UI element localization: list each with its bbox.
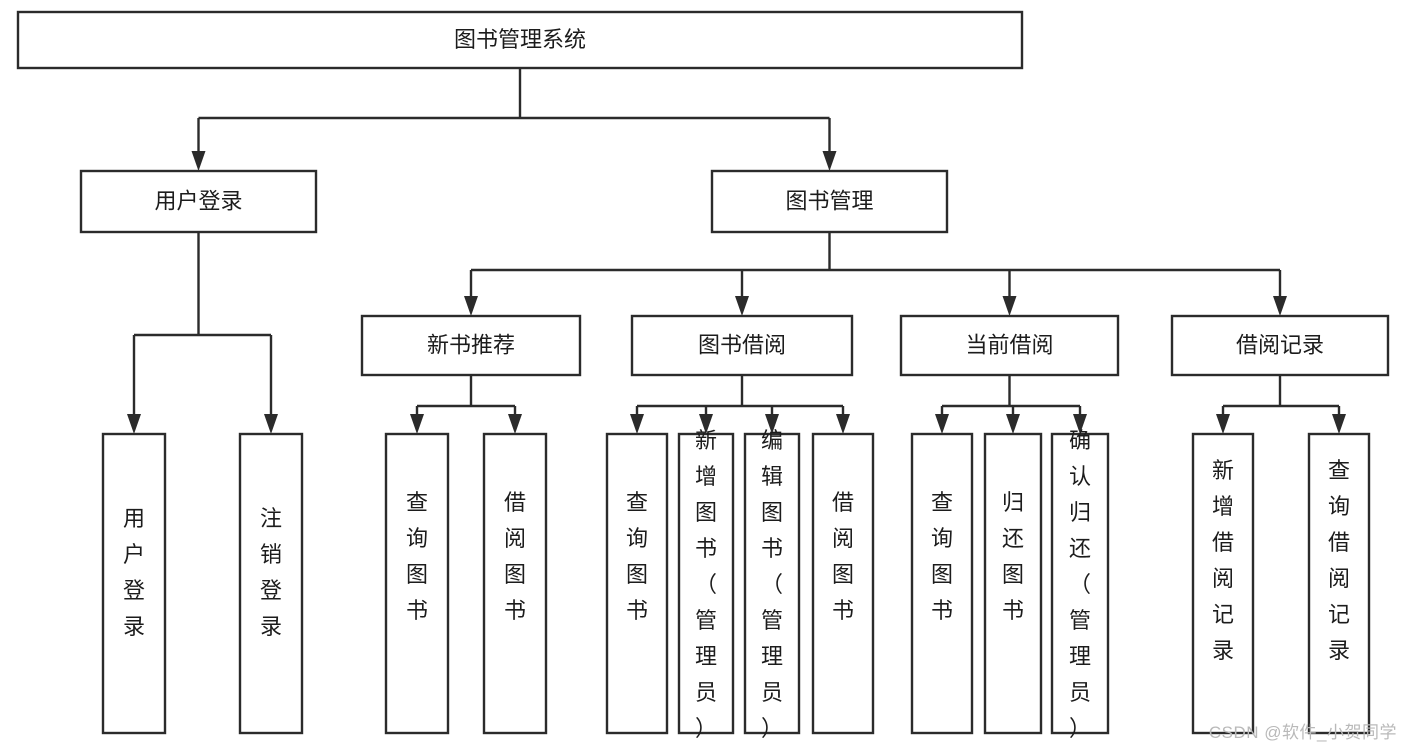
arrow-head-icon [127, 414, 141, 434]
arrow-head-icon [630, 414, 644, 434]
node-leaf-borrow-book-2[interactable]: 借阅图书 [811, 432, 875, 735]
arrow-head-icon [1073, 414, 1087, 434]
node-label-leaf-add-record: 新增借阅记录 [1212, 458, 1234, 663]
node-box-leaf-logout[interactable] [238, 432, 304, 735]
node-label-book-borrow: 图书借阅 [698, 332, 786, 357]
node-label-new-book-rec: 新书推荐 [427, 332, 515, 357]
node-leaf-query-book-1[interactable]: 查询图书 [384, 432, 450, 735]
node-leaf-query-book-2[interactable]: 查询图书 [605, 432, 669, 735]
node-box-book-manage[interactable] [710, 169, 949, 234]
node-label-leaf-confirm-return: 确认归还（管理员） [1069, 428, 1091, 741]
node-box-leaf-query-book-1[interactable] [384, 432, 450, 735]
node-current-borrow[interactable]: 当前借阅 [899, 314, 1120, 377]
node-borrow-record[interactable]: 借阅记录 [1170, 314, 1390, 377]
node-leaf-return-book[interactable]: 归还图书 [983, 432, 1043, 735]
arrow-head-icon [1332, 414, 1346, 434]
node-leaf-borrow-book-1[interactable]: 借阅图书 [482, 432, 548, 735]
node-label-current-borrow: 当前借阅 [965, 332, 1053, 357]
node-box-leaf-return-book[interactable] [983, 432, 1043, 735]
arrow-head-icon [836, 414, 850, 434]
node-label-leaf-query-record: 查询借阅记录 [1328, 458, 1350, 663]
nodes-layer: 图书管理系统用户登录图书管理新书推荐图书借阅当前借阅借阅记录用户登录注销登录查询… [16, 10, 1390, 741]
node-book-manage[interactable]: 图书管理 [710, 169, 949, 234]
node-label-leaf-query-book-1: 查询图书 [406, 490, 428, 623]
arrow-head-icon [1002, 296, 1017, 316]
node-leaf-query-book-3[interactable]: 查询图书 [910, 432, 974, 735]
node-label-user-login: 用户登录 [154, 188, 242, 213]
node-leaf-user-login[interactable]: 用户登录 [101, 432, 167, 735]
node-box-borrow-record[interactable] [1170, 314, 1390, 377]
node-label-book-manage: 图书管理 [785, 188, 873, 213]
node-box-leaf-borrow-book-2[interactable] [811, 432, 875, 735]
arrow-head-icon [508, 414, 522, 434]
arrow-head-icon [1273, 296, 1287, 316]
node-leaf-confirm-return[interactable]: 确认归还（管理员） [1050, 428, 1110, 741]
node-book-borrow[interactable]: 图书借阅 [630, 314, 854, 377]
arrow-head-icon [822, 151, 837, 171]
node-box-leaf-query-record[interactable] [1307, 432, 1371, 735]
node-box-new-book-rec[interactable] [360, 314, 582, 377]
node-leaf-add-book[interactable]: 新增图书（管理员） [677, 428, 735, 741]
node-label-leaf-edit-book: 编辑图书（管理员） [761, 428, 783, 741]
node-box-leaf-borrow-book-1[interactable] [482, 432, 548, 735]
edges-layer [127, 68, 1346, 434]
arrow-head-icon [1216, 414, 1230, 434]
node-box-current-borrow[interactable] [899, 314, 1120, 377]
arrow-head-icon [735, 296, 749, 316]
node-new-book-rec[interactable]: 新书推荐 [360, 314, 582, 377]
node-box-leaf-query-book-3[interactable] [910, 432, 974, 735]
node-leaf-query-record[interactable]: 查询借阅记录 [1307, 432, 1371, 735]
node-box-leaf-user-login[interactable] [101, 432, 167, 735]
node-label-leaf-query-book-3: 查询图书 [931, 490, 953, 623]
node-label-leaf-return-book: 归还图书 [1002, 490, 1024, 623]
arrow-head-icon [699, 414, 713, 434]
node-user-login[interactable]: 用户登录 [79, 169, 318, 234]
node-box-leaf-add-record[interactable] [1191, 432, 1255, 735]
node-box-leaf-query-book-2[interactable] [605, 432, 669, 735]
arrow-head-icon [935, 414, 949, 434]
arrow-head-icon [765, 414, 779, 434]
node-label-leaf-borrow-book-1: 借阅图书 [504, 490, 526, 623]
node-leaf-logout[interactable]: 注销登录 [238, 432, 304, 735]
node-box-root[interactable] [16, 10, 1024, 70]
node-box-leaf-confirm-return[interactable] [1050, 432, 1110, 735]
node-leaf-add-record[interactable]: 新增借阅记录 [1191, 432, 1255, 735]
node-label-leaf-borrow-book-2: 借阅图书 [832, 490, 854, 623]
arrow-head-icon [1006, 414, 1020, 434]
arrow-head-icon [264, 414, 278, 434]
arrow-head-icon [410, 414, 424, 434]
node-label-leaf-add-book: 新增图书（管理员） [695, 428, 717, 741]
arrow-head-icon [191, 151, 206, 171]
arrow-head-icon [464, 296, 478, 316]
node-label-leaf-logout: 注销登录 [260, 506, 282, 639]
node-label-leaf-user-login: 用户登录 [123, 506, 145, 639]
node-label-leaf-query-book-2: 查询图书 [626, 490, 648, 623]
node-label-borrow-record: 借阅记录 [1236, 332, 1324, 357]
node-root[interactable]: 图书管理系统 [16, 10, 1024, 70]
node-box-book-borrow[interactable] [630, 314, 854, 377]
node-leaf-edit-book[interactable]: 编辑图书（管理员） [743, 428, 801, 741]
csdn-watermark: CSDN @软件_小贺同学 [1208, 723, 1397, 742]
node-label-root: 图书管理系统 [454, 27, 586, 52]
node-box-user-login[interactable] [79, 169, 318, 234]
node-box-leaf-add-book[interactable] [677, 432, 735, 735]
node-box-leaf-edit-book[interactable] [743, 432, 801, 735]
